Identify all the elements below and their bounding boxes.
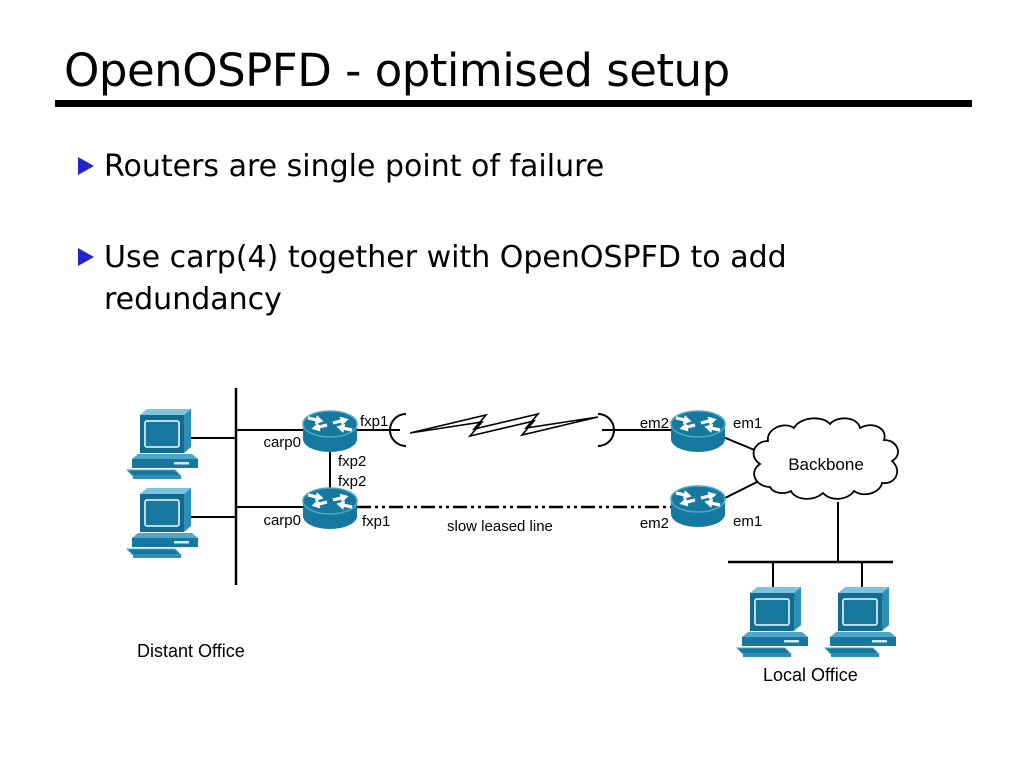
workstation-icon bbox=[736, 586, 809, 658]
title-underline-rule bbox=[55, 100, 972, 107]
workstation-icon bbox=[126, 487, 199, 559]
router4-backbone-link bbox=[722, 481, 758, 500]
label-carp0-top: carp0 bbox=[263, 434, 301, 451]
label-em2-bottom: em2 bbox=[640, 515, 669, 532]
workstation-icon bbox=[126, 408, 199, 480]
bullet-text-1: Routers are single point of failure bbox=[104, 149, 605, 184]
bullet-text-2: Use carp(4) together with OpenOSPFD to a… bbox=[104, 240, 787, 317]
label-backbone: Backbone bbox=[788, 455, 864, 474]
bullet-item-2: Use carp(4) together with OpenOSPFD to a… bbox=[78, 237, 846, 321]
bullet-triangle-icon bbox=[78, 248, 94, 266]
bullet-item-1: Routers are single point of failure bbox=[78, 146, 604, 188]
label-fxp1-bottom: fxp1 bbox=[362, 513, 390, 530]
label-fxp1-top: fxp1 bbox=[360, 413, 388, 430]
label-fxp2-bottom: fxp2 bbox=[338, 473, 366, 490]
wan-break-left-arc bbox=[389, 413, 407, 447]
backbone-cloud bbox=[752, 417, 899, 500]
label-distant-office: Distant Office bbox=[137, 641, 245, 661]
label-carp0-bottom: carp0 bbox=[263, 512, 301, 529]
router-icon bbox=[671, 486, 725, 527]
label-slow-leased-line: slow leased line bbox=[447, 518, 553, 535]
label-local-office: Local Office bbox=[763, 665, 858, 685]
bullet-triangle-icon bbox=[78, 157, 94, 175]
workstation-icon bbox=[824, 586, 897, 658]
label-em2-top: em2 bbox=[640, 415, 669, 432]
label-em1-bottom: em1 bbox=[733, 513, 762, 530]
label-fxp2-top: fxp2 bbox=[338, 453, 366, 470]
router-icon bbox=[303, 411, 357, 452]
label-em1-top: em1 bbox=[733, 415, 762, 432]
router-icon bbox=[303, 488, 357, 529]
slide-title: OpenOSPFD - optimised setup bbox=[64, 44, 730, 97]
lightning-bolt-icon bbox=[409, 412, 599, 438]
router3-backbone-link bbox=[722, 436, 758, 452]
router-icon bbox=[671, 411, 725, 452]
